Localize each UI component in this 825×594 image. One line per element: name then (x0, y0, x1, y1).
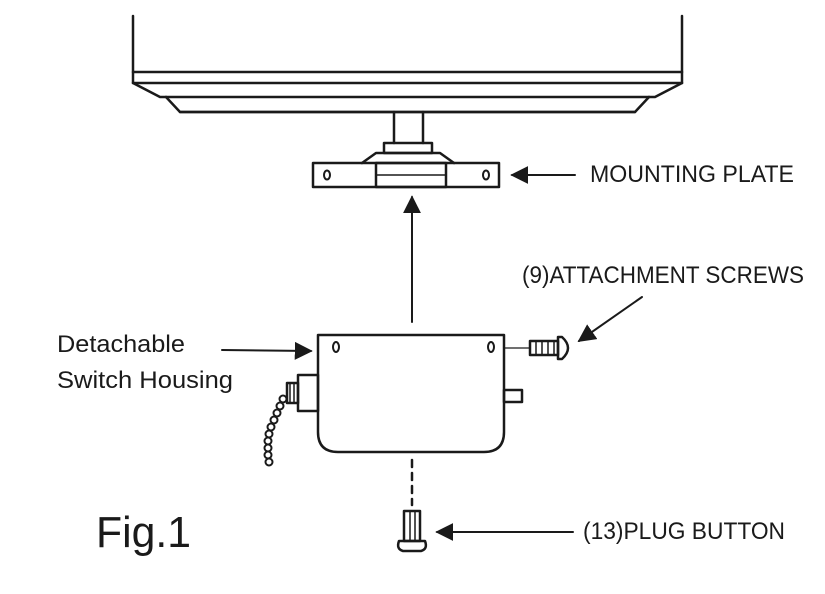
attachment-screws-label: (9)ATTACHMENT SCREWS (522, 262, 804, 289)
mounting-plate-label: MOUNTING PLATE (590, 161, 794, 188)
plug-button (396, 509, 428, 553)
motor-shaft (360, 110, 456, 165)
switch-housing-label-line1: Detachable (57, 331, 185, 358)
plug-button-label: (13)PLUG BUTTON (583, 518, 785, 545)
switch-housing-label-line2: Switch Housing (57, 367, 233, 394)
pull-chain-beads (263, 394, 288, 467)
figure-label: Fig.1 (96, 508, 191, 557)
pull-chain-switch (263, 373, 320, 467)
mounting-plate (311, 161, 501, 189)
fan-motor-housing (131, 14, 684, 114)
switch-housing (316, 333, 524, 454)
switch-housing-arrow (221, 341, 313, 360)
attachment-screw (503, 335, 570, 361)
attachment-screws-arrow (577, 296, 643, 343)
